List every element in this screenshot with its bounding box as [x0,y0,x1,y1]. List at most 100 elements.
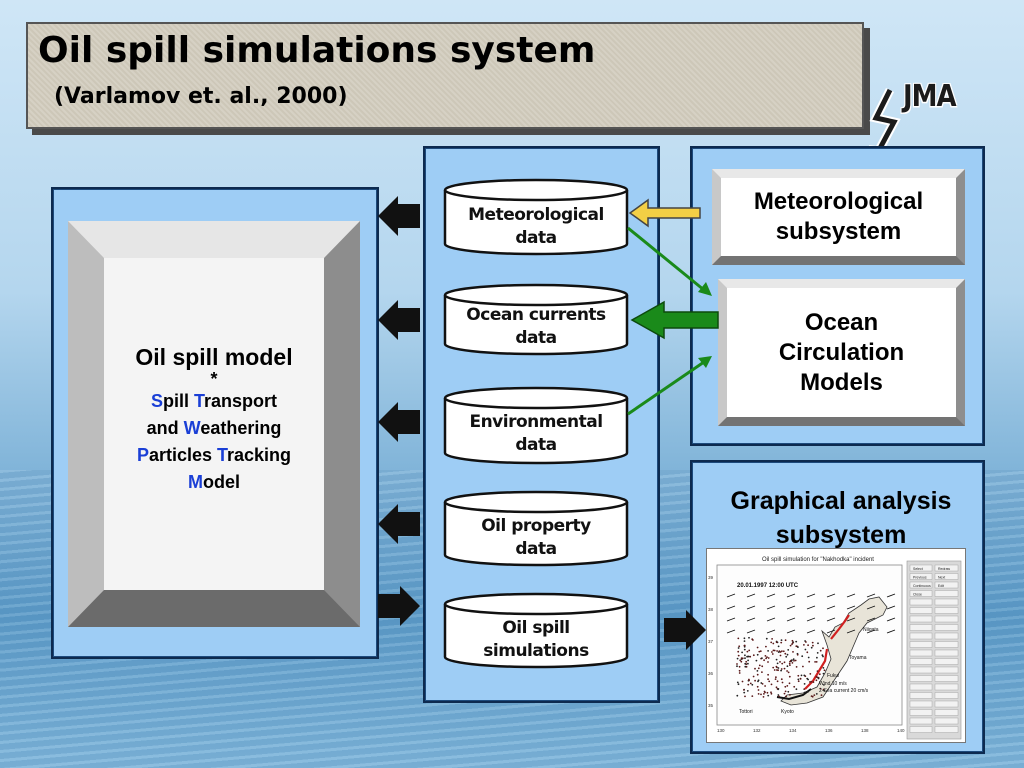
spill-particle [812,644,814,647]
spill-particle [777,688,780,690]
spill-particle [803,688,806,690]
y-tick-label: 38 [708,607,714,612]
spill-particle [747,655,750,658]
control-field [934,666,959,674]
spill-particle [819,649,822,652]
spill-particle [810,695,813,697]
page-subtitle: (Varlamov et. al., 2000) [54,84,348,109]
spill-particle [765,657,767,660]
model-title: Oil spill model [135,344,293,370]
control-field [934,573,959,580]
x-tick-label: 134 [789,728,797,733]
spill-particle [752,675,755,678]
acronym-letter: M [187,472,203,492]
spill-particle [776,669,778,671]
cylinder-oil-spill-simulations [443,592,629,669]
cylinder-meteorological-data [443,178,629,256]
spill-particle [744,654,746,657]
model-line-4: Model [188,469,240,496]
spill-particle [823,669,826,672]
map-date: 20.01.1997 12:00 UTC [737,583,799,589]
wind-arrow [886,629,896,634]
graphical-title-line: subsystem [775,521,907,549]
spill-particle [764,691,766,694]
ocean-line1: Ocean [804,308,879,336]
spill-particle [747,662,749,665]
spill-particle [780,669,782,672]
spill-particle [744,695,746,698]
spill-particle [807,644,809,647]
spill-particle [759,650,762,653]
store-label-oil-property: Oil property data [446,515,626,561]
spill-particle [754,667,756,670]
control-field [909,590,933,597]
spill-particle [781,662,784,665]
spill-particle [772,666,775,669]
spill-particle [775,676,777,679]
spill-particle [822,667,825,669]
spill-particle [823,689,825,692]
spill-particle [812,681,815,683]
spill-particle [797,646,799,648]
spill-particle [751,683,754,686]
wind-arrow [866,605,876,610]
store-label-line: data [515,435,557,455]
control-field [909,717,933,725]
spill-particle [793,685,796,688]
wind-arrow [826,593,836,598]
spill-particle [738,669,741,672]
spill-particle [804,648,807,651]
spill-particle [743,637,746,640]
spill-particle [736,657,739,660]
acronym-rest: ransport [204,391,278,411]
acronym-rest: racking [227,445,292,465]
spill-particle [743,691,746,694]
spill-particle [779,651,782,653]
x-tick-label: 136 [825,728,833,733]
spill-particle [752,654,755,657]
spill-particle [737,650,740,653]
store-label-ocean-currents: Ocean currents data [446,304,626,350]
spill-particle [791,662,794,664]
model-line-3: Particles Tracking [137,442,291,469]
wind-arrow [866,629,876,634]
spill-particle [797,680,800,683]
spill-particle [766,656,768,658]
spill-particle [746,690,749,692]
spill-particle [749,655,752,658]
control-field [909,598,933,606]
spill-particle [736,663,738,665]
wind-arrow [766,593,776,598]
map-legend-wind: Wind 10 m/s [819,681,847,687]
control-field [934,607,959,614]
store-label-line: Oil spill [502,618,570,638]
spill-particle [810,646,813,649]
spill-particle [817,677,820,680]
meteorological-subsystem-line1: Meteorological [753,188,924,215]
spill-particle [747,659,749,662]
ocean-line3: Models [800,368,883,396]
x-tick-label: 132 [753,728,761,733]
y-tick-label: 39 [708,575,714,580]
spill-particle [761,657,763,660]
spill-particle [744,665,747,668]
control-field [934,649,959,657]
spill-particle [786,665,789,668]
spill-particle [815,676,818,678]
spill-particle [793,659,795,662]
wind-arrow [786,605,796,610]
control-button-label: Edit [938,584,944,588]
store-label-line: Meteorological [468,205,604,225]
spill-particle [776,662,779,665]
spill-particle [754,679,756,682]
wind-arrow [806,617,816,622]
spill-particle [737,683,740,686]
spill-particle [757,693,760,695]
control-field [909,666,933,674]
control-field [934,675,959,682]
spill-particle [809,681,811,683]
control-field [934,632,959,640]
control-field [909,675,933,682]
spill-particle [736,665,738,668]
